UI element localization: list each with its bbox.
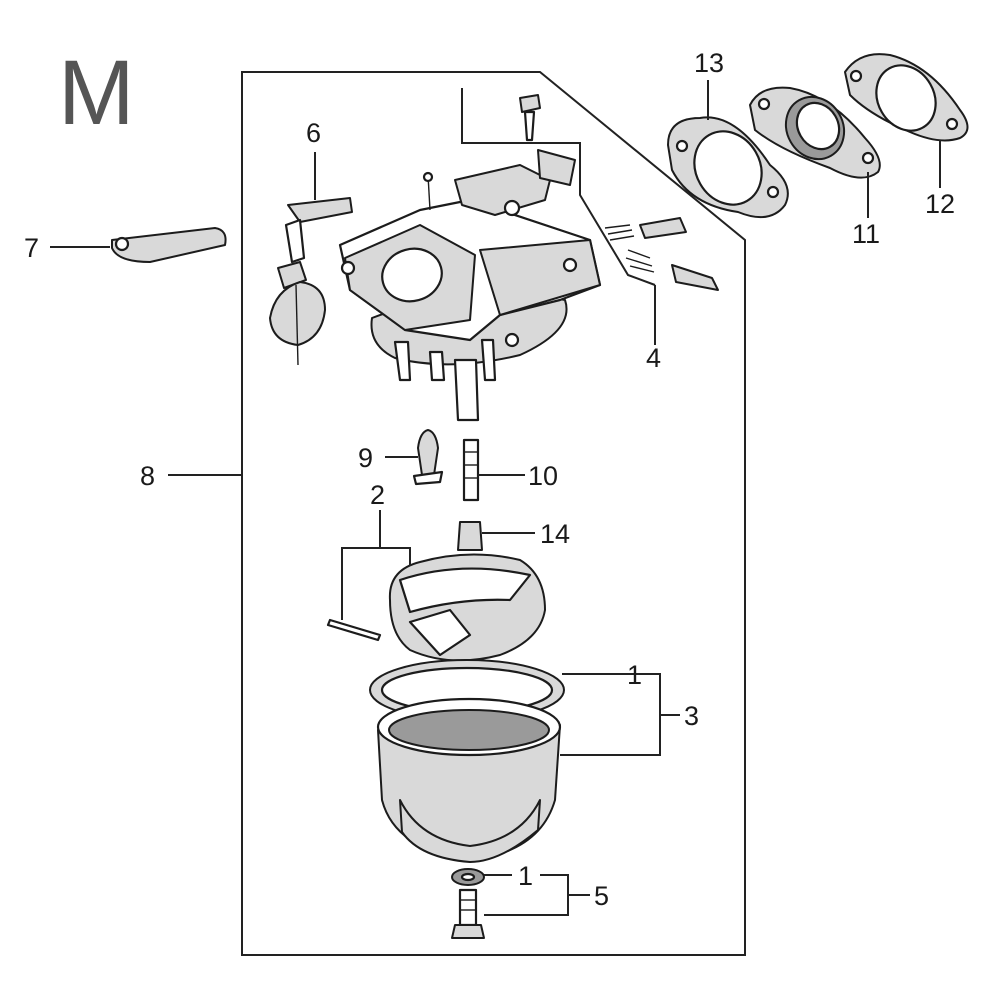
callout-1-upper: 1 [627, 660, 642, 690]
drain-bolt [451, 888, 485, 939]
callout-1-lower: 1 [518, 861, 533, 891]
insulator-11 [749, 86, 881, 179]
needle-jet-14 [457, 521, 483, 551]
callout-11: 11 [852, 219, 880, 249]
main-jet-10 [462, 438, 480, 502]
pilot-screw-assembly [519, 94, 719, 291]
gasket-13 [667, 116, 789, 219]
section-letter: M [58, 42, 135, 144]
callout-4: 4 [646, 343, 661, 373]
float [388, 553, 546, 662]
leader-5-1 [484, 874, 590, 916]
callout-3: 3 [684, 701, 699, 731]
assembly-boundary [241, 71, 746, 956]
leader-2 [341, 510, 411, 620]
callout-6: 6 [306, 118, 321, 148]
float-pin-2 [326, 618, 382, 642]
leader-3-1 [560, 673, 680, 756]
item-4-bracket [461, 88, 656, 286]
callout-9: 9 [358, 443, 373, 473]
callout-14: 14 [540, 519, 570, 549]
callout-8: 8 [140, 461, 155, 491]
choke-lever-7 [111, 227, 227, 263]
choke-valve-6 [269, 197, 353, 366]
callout-10: 10 [528, 461, 558, 491]
callout-12: 12 [925, 189, 955, 219]
callout-2: 2 [370, 480, 385, 510]
gasket-12 [844, 53, 969, 142]
drain-screw-9 [412, 429, 444, 486]
carburetor-body [338, 149, 602, 422]
callout-7: 7 [24, 233, 39, 263]
float-chamber [376, 697, 562, 863]
callout-13: 13 [694, 48, 724, 78]
callout-5: 5 [594, 881, 609, 911]
